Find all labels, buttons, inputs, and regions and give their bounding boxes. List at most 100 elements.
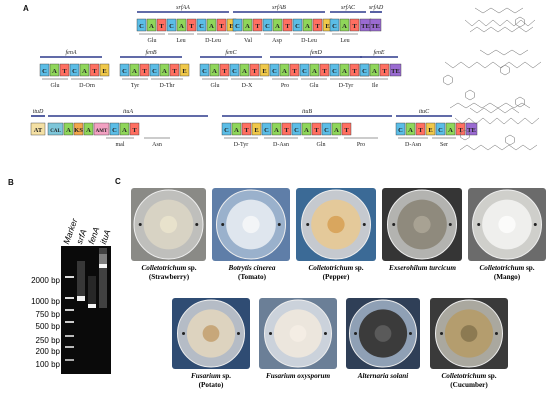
amino-acid-label: D-Tyr: [339, 83, 354, 89]
domain-c: [329, 63, 340, 77]
ring: [515, 96, 525, 108]
domain-label: T: [418, 127, 423, 134]
domain-c: [149, 63, 160, 77]
gene-label: srfAD: [369, 4, 384, 11]
plate-drawing: [435, 299, 503, 368]
pathogen-genus: Colletotrichum: [308, 264, 354, 272]
domain-c: [199, 63, 210, 77]
domain-label: A: [86, 127, 91, 134]
plate-drawing: [177, 299, 245, 368]
domain-c: [232, 18, 243, 32]
domain-t: [252, 18, 263, 32]
domain-label: A: [52, 68, 57, 75]
domain-label: A: [274, 127, 279, 134]
inoculation-point: [413, 215, 431, 234]
bacteria-spot: [221, 223, 225, 226]
domain-label: A: [312, 68, 317, 75]
culture-plate: [382, 188, 462, 261]
pathogen-suffix: sp.: [220, 372, 231, 380]
amino-acid-label: Pro: [357, 142, 365, 148]
bacteria-spot: [392, 223, 396, 226]
domain-t: [349, 63, 360, 77]
pathogen-genus: Alternaria solani: [357, 372, 409, 380]
domain-label: C: [332, 23, 337, 30]
domain-a: [209, 63, 220, 77]
host-name: (Potato): [198, 381, 224, 389]
domain-label: E: [428, 127, 432, 134]
domain-c: [435, 122, 446, 136]
fena-lane: [88, 276, 96, 308]
plate-caption: Colletotrichum sp.(Strawberry): [127, 264, 211, 282]
domain-label: A: [334, 127, 339, 134]
gel-ladder-text: 2000 bp 1000 bp 750 bp 500 bp 250 bp 200…: [0, 0, 60, 400]
domain-label: E: [229, 23, 233, 30]
pathogen-name: Exserohilum turcicum: [375, 264, 470, 273]
amino-acid-label: Asp: [272, 38, 282, 44]
ring: [460, 129, 470, 141]
domain-label: T: [252, 68, 257, 75]
domain-label: C: [324, 127, 329, 134]
culture-plate: [259, 298, 337, 369]
gene-label: fenB: [146, 49, 157, 56]
domain-a: [279, 63, 290, 77]
domain-label: A: [132, 68, 137, 75]
domain-t: [341, 122, 352, 136]
inoculation-point: [498, 215, 516, 234]
domain-amt: [93, 122, 110, 136]
domain-te: [389, 63, 402, 77]
culture-plate: [468, 188, 546, 261]
domain-a: [242, 18, 253, 32]
plate-caption: Botrytis cinerea(Tomato): [207, 264, 297, 282]
domain-label: C: [42, 68, 47, 75]
domain-label: T: [344, 127, 349, 134]
domain-label: C: [398, 127, 403, 134]
domain-c: [262, 18, 273, 32]
domain-label: TE: [361, 23, 370, 30]
domain-label: A: [234, 127, 239, 134]
domain-label: TE: [371, 23, 380, 30]
domain-label: AT: [34, 127, 43, 134]
domain-c: [269, 63, 280, 77]
amino-acid-label: mal: [116, 142, 125, 148]
domain-a: [206, 18, 217, 32]
domain-label: C: [169, 23, 174, 30]
domain-a: [302, 18, 313, 32]
amino-acid-label: Glu: [211, 83, 220, 89]
bacteria-spot: [477, 223, 481, 226]
domain-c: [329, 18, 340, 32]
inoculation-point: [327, 215, 345, 234]
domain-label: T: [189, 23, 194, 30]
domain-t: [216, 18, 227, 32]
amino-acid-label: Leu: [176, 38, 185, 44]
host-name: (Cucumber): [450, 381, 488, 389]
pathogen-name: Botrytis cinerea: [207, 264, 297, 273]
domain-a: [301, 122, 312, 136]
domain-label: E: [102, 68, 106, 75]
domain-label: A: [305, 23, 310, 30]
domain-label: C: [72, 68, 77, 75]
domain-a: [119, 122, 130, 136]
domain-label: T: [322, 68, 327, 75]
gel-image: [61, 246, 111, 374]
domain-c: [321, 122, 332, 136]
plate-drawing: [387, 189, 457, 260]
plate-caption: Fusarium sp.(Potato): [167, 372, 255, 390]
inoculation-point: [242, 215, 260, 234]
domain-label: A: [245, 23, 250, 30]
bacteria-spot: [354, 332, 358, 335]
amino-acid-label: D-X: [242, 83, 253, 89]
domain-a: [339, 63, 350, 77]
gene-label: ituA: [123, 109, 133, 115]
chain: [459, 144, 538, 151]
domain-label: C: [199, 23, 204, 30]
pathogen-name: Alternaria solani: [341, 372, 425, 381]
host-name: (Pepper): [322, 273, 350, 281]
pathogen-genus: Botrytis cinerea: [228, 264, 276, 272]
domain-label: A: [342, 23, 347, 30]
domain-label: C: [302, 68, 307, 75]
domain-label: T: [244, 127, 249, 134]
culture-plate: [296, 188, 376, 261]
ladder-2000: 2000 bp: [31, 276, 60, 285]
domain-t: [319, 63, 330, 77]
